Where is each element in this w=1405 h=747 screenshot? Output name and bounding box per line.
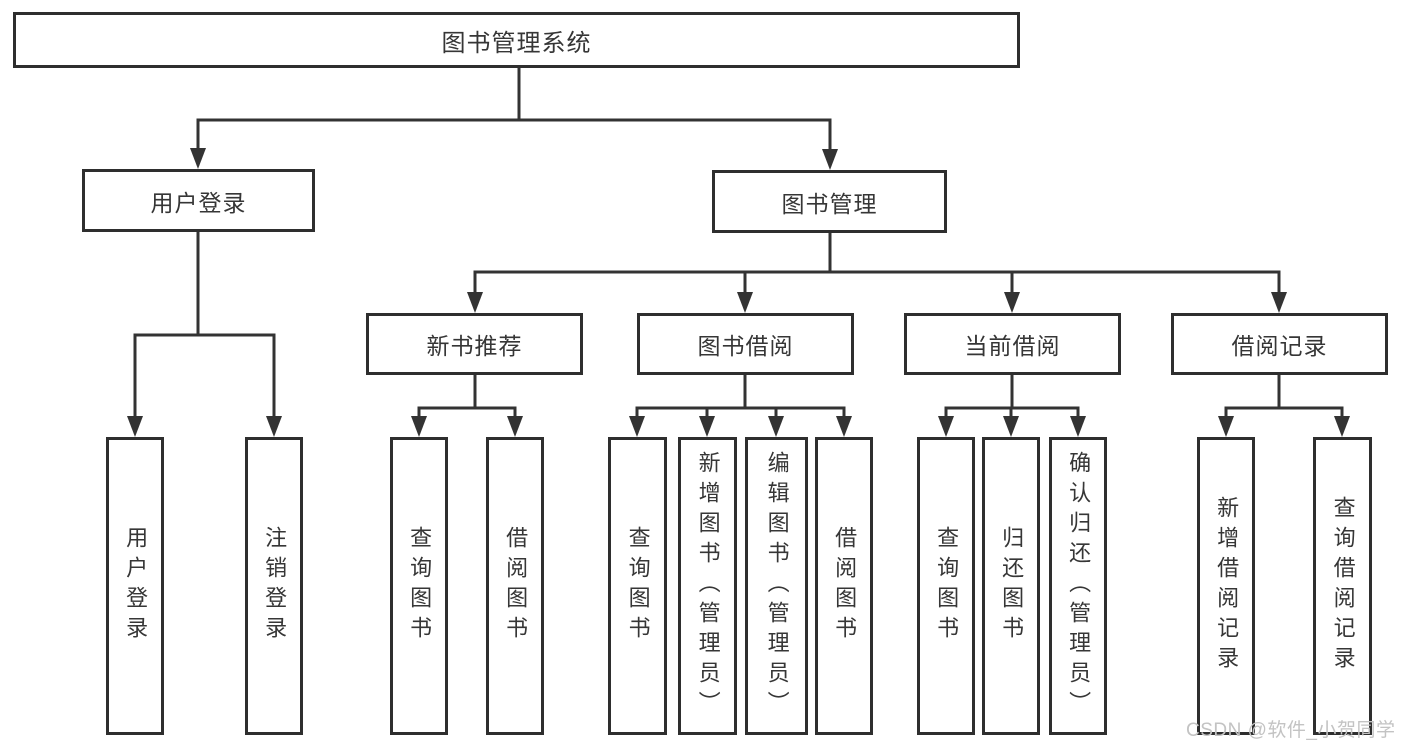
- leaf-borrow-borrow-books: 借阅图书: [815, 437, 873, 735]
- leaf-borrow-query-books-label: 查询图书: [625, 526, 651, 646]
- node-borrow-records-label: 借阅记录: [1231, 333, 1328, 359]
- node-root-system: 图书管理系统: [13, 12, 1020, 68]
- leaf-newrec-borrow-books: 借阅图书: [486, 437, 544, 735]
- leaf-records-query-record: 查询借阅记录: [1313, 437, 1372, 735]
- leaf-borrow-add-books-admin-label: 新增图书（管理员）: [695, 451, 721, 721]
- node-root-system-label: 图书管理系统: [441, 29, 592, 57]
- leaf-user-login: 用户登录: [106, 437, 164, 735]
- leaf-records-add-record-label: 新增借阅记录: [1214, 496, 1240, 676]
- node-book-mgmt: 图书管理: [712, 170, 947, 233]
- connector-book-mgmt-children: [467, 233, 1287, 313]
- node-borrow-records: 借阅记录: [1171, 313, 1388, 375]
- leaf-newrec-borrow-books-label: 借阅图书: [503, 526, 529, 646]
- node-book-borrow: 图书借阅: [637, 313, 854, 375]
- node-book-borrow-label: 图书借阅: [697, 333, 794, 359]
- leaf-current-confirm-return-admin: 确认归还（管理员）: [1049, 437, 1107, 735]
- node-book-mgmt-label: 图书管理: [781, 190, 878, 217]
- leaf-records-add-record: 新增借阅记录: [1197, 437, 1255, 735]
- leaf-records-query-record-label: 查询借阅记录: [1330, 496, 1356, 676]
- csdn-watermark: CSDN @软件_小贺同学: [1186, 720, 1396, 741]
- leaf-borrow-query-books: 查询图书: [608, 437, 667, 735]
- leaf-current-return-books-label: 归还图书: [999, 526, 1025, 646]
- leaf-current-query-books: 查询图书: [917, 437, 975, 735]
- connector-book-borrow-children: [629, 375, 852, 437]
- node-current-borrow-label: 当前借阅: [964, 333, 1061, 359]
- leaf-user-login-label: 用户登录: [123, 526, 149, 646]
- node-current-borrow: 当前借阅: [904, 313, 1121, 375]
- connector-user-login-children: [127, 232, 282, 437]
- connector-borrow-records-children: [1218, 375, 1350, 437]
- leaf-current-return-books: 归还图书: [982, 437, 1040, 735]
- connector-root-to-level2: [190, 67, 838, 170]
- connector-current-borrow-children: [938, 375, 1086, 437]
- leaf-borrow-edit-books-admin-label: 编辑图书（管理员）: [764, 451, 790, 721]
- leaf-newrec-query-books: 查询图书: [390, 437, 448, 735]
- leaf-newrec-query-books-label: 查询图书: [407, 526, 433, 646]
- leaf-logout-label: 注销登录: [262, 526, 288, 646]
- node-user-login: 用户登录: [82, 169, 315, 232]
- node-new-book-rec-label: 新书推荐: [426, 333, 523, 359]
- leaf-logout: 注销登录: [245, 437, 303, 735]
- leaf-borrow-add-books-admin: 新增图书（管理员）: [678, 437, 737, 735]
- leaf-current-confirm-return-admin-label: 确认归还（管理员）: [1066, 451, 1092, 721]
- leaf-borrow-edit-books-admin: 编辑图书（管理员）: [745, 437, 808, 735]
- leaf-current-query-books-label: 查询图书: [934, 526, 960, 646]
- connector-new-rec-children: [411, 375, 523, 437]
- node-user-login-label: 用户登录: [150, 189, 247, 216]
- node-new-book-rec: 新书推荐: [366, 313, 583, 375]
- leaf-borrow-borrow-books-label: 借阅图书: [832, 526, 858, 646]
